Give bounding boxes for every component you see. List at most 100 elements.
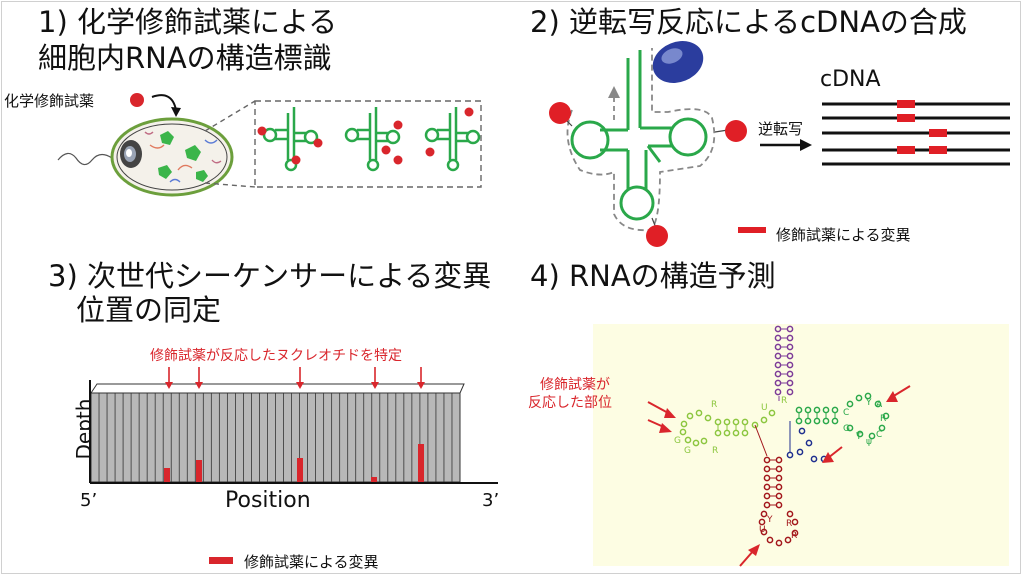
zoom-line-top	[204, 100, 256, 132]
nucleotide	[774, 352, 782, 360]
nucleotide	[695, 409, 703, 417]
nt-letter: G	[674, 436, 681, 446]
modification-dot	[549, 102, 571, 124]
nucleotide	[763, 492, 771, 500]
nucleotide	[775, 465, 783, 473]
nucleotide	[760, 528, 768, 536]
nucleotide	[679, 428, 687, 436]
panel2-legend-swatch	[738, 227, 766, 233]
nucleotide	[775, 539, 783, 547]
nucleotide	[686, 412, 694, 420]
reagent-dot	[130, 93, 144, 107]
nucleotide	[775, 483, 783, 491]
nt-letter: C	[843, 408, 850, 418]
nucleotide	[763, 456, 771, 464]
nucleotide	[868, 432, 876, 440]
arrow-right-icon	[760, 139, 812, 151]
reagent-label: 化学修飾試薬	[4, 92, 95, 110]
nucleotide	[784, 536, 792, 544]
nt-letter: T	[856, 432, 862, 442]
nucleotide	[763, 483, 771, 491]
nucleotide	[723, 429, 731, 437]
nucleotide	[822, 406, 830, 414]
panel3-title-line1: 3) 次世代シーケンサーによる変異	[48, 259, 492, 293]
small-rna-icon	[424, 107, 481, 172]
modification-dot	[291, 155, 301, 165]
nt-letter: Y	[866, 398, 872, 408]
nt-letter: U	[759, 525, 766, 535]
nucleotide	[723, 418, 731, 426]
nucleotide	[775, 501, 783, 509]
nucleotide	[786, 370, 794, 378]
nt-letter: R	[781, 396, 788, 406]
nucleotide	[751, 421, 759, 429]
nucleotide	[786, 334, 794, 342]
nt-letter: C	[876, 430, 883, 440]
small-rna-icon	[257, 107, 323, 172]
nucleotide	[684, 436, 692, 444]
nucleotide	[846, 400, 854, 408]
nucleotide	[804, 406, 812, 414]
nucleotide	[741, 429, 749, 437]
panel3-arrows	[165, 367, 425, 389]
nucleotide	[763, 474, 771, 482]
mutation-bar	[371, 477, 377, 482]
zoom-box	[254, 100, 482, 188]
nucleotide	[760, 510, 768, 518]
nucleotide	[822, 417, 830, 425]
nucleotide	[763, 465, 771, 473]
modification-dot	[425, 147, 435, 157]
nucleotide	[704, 414, 712, 422]
nucleotide	[846, 424, 854, 432]
modification-dot	[393, 155, 403, 165]
nucleotide	[700, 437, 708, 445]
rt-label: 逆転写	[758, 120, 804, 138]
panel4-title: 4) RNAの構造予測	[530, 259, 776, 293]
nucleotide	[741, 418, 749, 426]
nt-letter: R	[880, 414, 887, 424]
nucleotide	[810, 455, 818, 463]
mutation-bar	[164, 468, 170, 482]
panel4-annotation-line2: 反応した部位	[528, 395, 612, 411]
nucleotide	[786, 352, 794, 360]
panel2-legend-label: 修飾試薬による変異	[776, 226, 911, 244]
modification-dot	[725, 120, 747, 142]
nucleotide	[786, 361, 794, 369]
nucleotide	[774, 343, 782, 351]
nt-letter: G	[843, 424, 850, 434]
nucleotide	[804, 417, 812, 425]
panel3-legend-swatch	[209, 557, 233, 564]
nt-letter: Y	[767, 515, 773, 525]
base-pair	[754, 424, 768, 457]
nt-letter: A	[876, 400, 883, 410]
curved-arrow-icon	[151, 94, 181, 117]
nucleotide	[831, 406, 839, 414]
nucleotide	[798, 427, 806, 435]
three-prime-label: 3’	[482, 490, 500, 511]
nucleotide	[795, 406, 803, 414]
nucleotide	[774, 370, 782, 378]
modification-dot	[257, 126, 267, 136]
nucleotide	[758, 518, 766, 526]
nucleotide	[680, 420, 688, 428]
modification-dot	[464, 107, 474, 117]
nt-letter: R	[712, 446, 719, 456]
nucleotide	[795, 417, 803, 425]
nucleotide	[774, 325, 782, 333]
nucleotide	[760, 416, 768, 424]
panel4-annotation-line1: 修飾試薬が	[540, 377, 610, 393]
modification-dot	[381, 145, 391, 155]
nucleotide	[831, 417, 839, 425]
nucleotide	[786, 388, 794, 396]
nucleotide	[882, 412, 890, 420]
nucleotide	[796, 448, 804, 456]
nucleotide	[786, 343, 794, 351]
position-axis-label: Position	[225, 488, 311, 513]
modification-dot	[313, 138, 323, 148]
nucleotide	[775, 474, 783, 482]
panel1-title-line2: 細胞内RNAの構造標識	[38, 41, 332, 75]
